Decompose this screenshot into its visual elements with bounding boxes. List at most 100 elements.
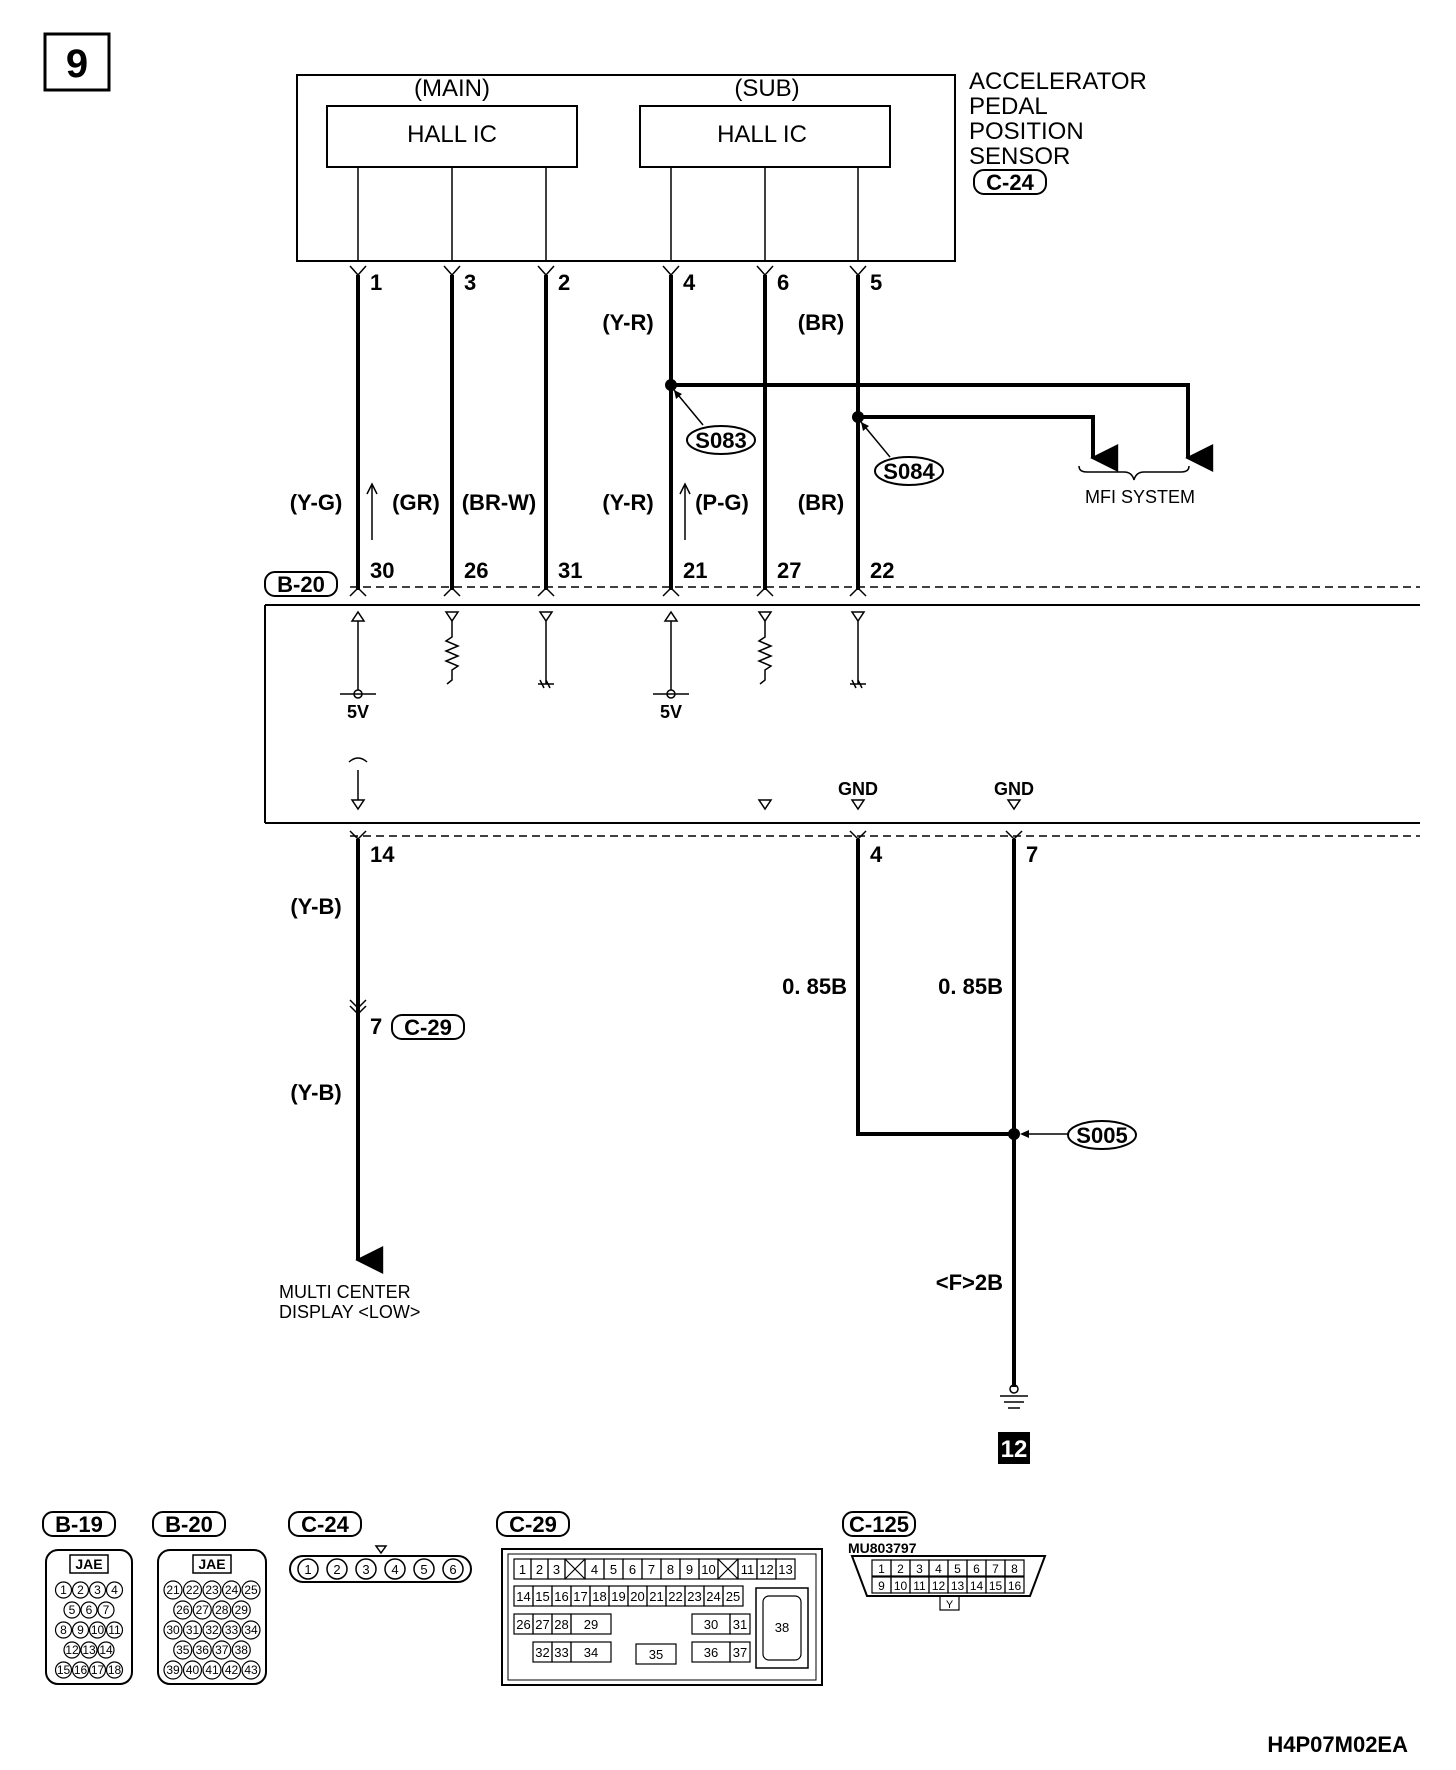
b19-pin-number: 12 (65, 1643, 79, 1657)
c29-pin-number: 28 (554, 1617, 568, 1632)
b19-pin-hole (88, 1621, 107, 1639)
sensor-name-line-1: ACCELERATOR (969, 68, 1147, 95)
sensor-name-line-3: POSITION (969, 118, 1084, 145)
sub-label: (SUB) (734, 75, 799, 102)
b20-pin-number: 34 (244, 1623, 258, 1637)
b19-pin-number: 7 (103, 1603, 110, 1617)
b20-pin-number: 28 (215, 1603, 229, 1617)
c125-pin-cell (1004, 1559, 1025, 1577)
ecu-box (264, 604, 1420, 824)
c125-part-number: MU803797 (848, 1540, 917, 1556)
b19-pin-hole (63, 1641, 81, 1659)
b20-pin-hole (221, 1660, 242, 1680)
b20-label: B-20 (165, 1512, 213, 1537)
c24-pin-hole (355, 1558, 377, 1580)
c29-pin-number: 32 (535, 1645, 549, 1660)
sensor-pin-numbers: 1 3 2 4 6 5 (370, 270, 882, 295)
b20-pin-number: 42 (225, 1663, 239, 1677)
b20-pin-number: 21 (166, 1583, 180, 1597)
b20-pin-number: 33 (225, 1623, 239, 1637)
c29-pin-number: 35 (649, 1647, 663, 1662)
sensor-pin-3: 3 (464, 270, 476, 295)
b19-pin-hole (54, 1621, 73, 1639)
b19-pin-hole (71, 1621, 90, 1639)
b19-brand: JAE (75, 1556, 102, 1572)
splice-s005-label: S005 (1076, 1123, 1127, 1148)
b20-pin-hole (212, 1600, 232, 1620)
ground-wires: 0. 85B 0. 85B <F>2B 12 (782, 839, 1030, 1464)
b19-pin-number: 4 (111, 1583, 118, 1597)
c29-pin-number: 38 (775, 1620, 789, 1635)
b20-pin-hole (221, 1580, 242, 1600)
b20-pin-hole (202, 1580, 222, 1600)
c125-pin-number: 7 (992, 1562, 999, 1576)
wire-color-y-b-top: (Y-B) (290, 894, 341, 919)
b19-pin-number: 11 (108, 1623, 121, 1637)
b19-pin-number: 2 (77, 1583, 84, 1597)
c24-pin-hole (413, 1558, 435, 1580)
c29-pin-number: 8 (667, 1562, 674, 1577)
b19-pin-hole (54, 1661, 73, 1679)
ecu-pin-22: 22 (870, 558, 894, 583)
accelerator-pedal-sensor: (MAIN) (SUB) HALL IC HALL IC (296, 74, 956, 262)
wire-color-br-w: (BR-W) (462, 490, 537, 515)
ecu-pin-14: 14 (370, 842, 395, 867)
b19-pin-number: 17 (91, 1663, 105, 1677)
b19-pin-hole (80, 1641, 98, 1659)
b19-pin-hole (105, 1661, 124, 1679)
b20-pin-number: 31 (186, 1623, 200, 1637)
b19-label: B-19 (55, 1512, 103, 1537)
c125-pin-number: 4 (935, 1562, 942, 1576)
c125-pin-number: 5 (954, 1562, 961, 1576)
c29-pin-number: 26 (516, 1617, 530, 1632)
sensor-name-line-4: SENSOR (969, 143, 1070, 170)
c125-pin-number: 16 (1008, 1579, 1022, 1593)
ecu-gnd-right: GND (994, 779, 1034, 799)
ecu-pin-21: 21 (683, 558, 707, 583)
b19-pin-number: 15 (57, 1663, 71, 1677)
c29-pin-number: 17 (573, 1589, 587, 1604)
sensor-pin-1: 1 (370, 270, 382, 295)
multi-center-line-2: DISPLAY <LOW> (279, 1302, 420, 1322)
ecu-pin-4: 4 (870, 842, 883, 867)
b20-pin-number: 39 (166, 1663, 180, 1677)
c125-pin-number: 15 (989, 1579, 1003, 1593)
wire-color-y-r: (Y-R) (602, 490, 653, 515)
c29-pin-number: 25 (726, 1589, 740, 1604)
wire-color-pin5: (BR) (798, 310, 844, 335)
c24-pin-number: 5 (420, 1562, 427, 1577)
b19-pin-hole (97, 1601, 115, 1619)
ecu-gnd-left: GND (838, 779, 878, 799)
c125-pin-number: 14 (970, 1579, 984, 1593)
b19-pin-number: 13 (82, 1643, 96, 1657)
c29-pin-number: 18 (592, 1589, 606, 1604)
c24-pin-hole (297, 1558, 319, 1580)
ecu-pin-7: 7 (1026, 842, 1038, 867)
c29-pin-cell (722, 1585, 744, 1607)
mfi-branches: MFI SYSTEM (665, 379, 1214, 507)
ground-page-ref: 12 (1001, 1436, 1028, 1463)
ecu-lower-chevrons (349, 830, 1023, 841)
ground-wire-label: <F>2B (936, 1270, 1003, 1295)
b20-pin-number: 35 (176, 1643, 190, 1657)
b20-pin-number: 37 (215, 1643, 229, 1657)
ecu-pin-30: 30 (370, 558, 394, 583)
c29-pin-number: 14 (516, 1589, 530, 1604)
ecu-5v-left: 5V (347, 702, 369, 722)
c29-pin-number: 19 (611, 1589, 625, 1604)
signal-arrows (366, 482, 691, 540)
c29-pin-cell (775, 1558, 796, 1580)
c29-pin-number: 24 (706, 1589, 720, 1604)
c29-connector-label: C-29 (404, 1015, 452, 1040)
c29-pin-number: 29 (584, 1617, 598, 1632)
c29-pin-number: 30 (704, 1617, 718, 1632)
ecu-pin-26: 26 (464, 558, 488, 583)
b19-pin-number: 14 (99, 1643, 113, 1657)
c29-pin-number: 16 (554, 1589, 568, 1604)
